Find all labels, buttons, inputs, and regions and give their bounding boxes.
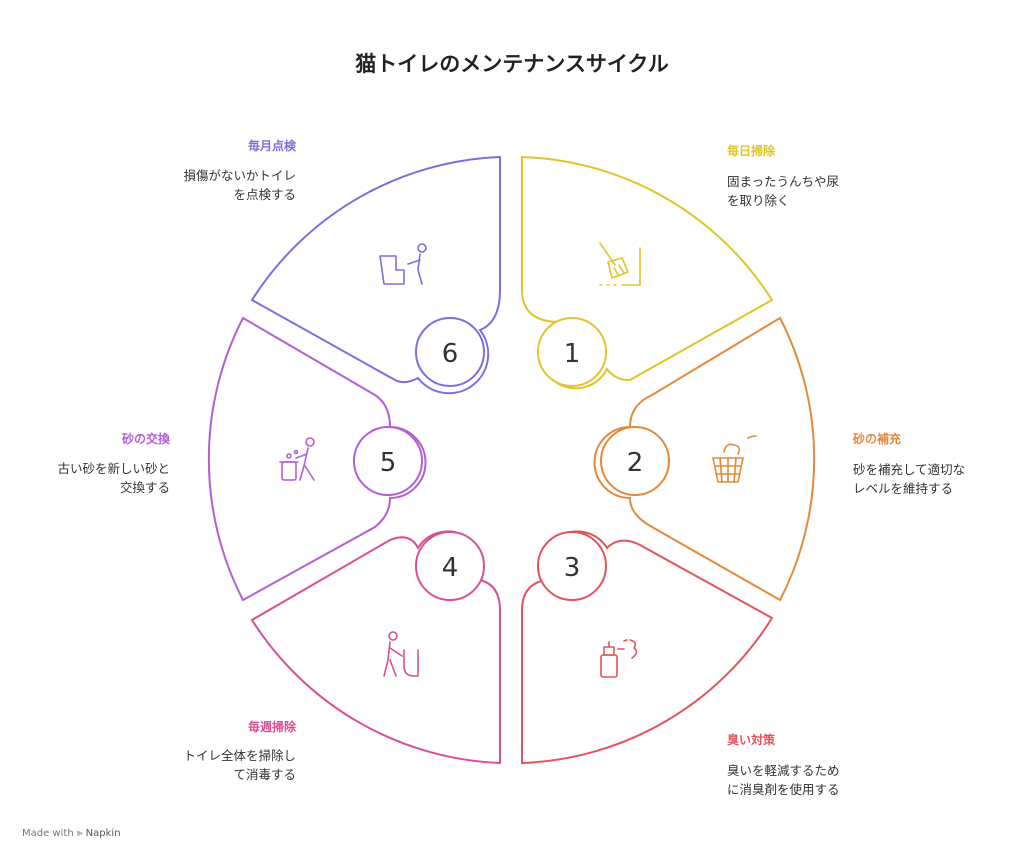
step-number-1: 1: [564, 339, 581, 369]
broom-icon: [599, 242, 641, 286]
spray-icon: [600, 639, 638, 678]
step-circle-2: 2: [600, 426, 670, 496]
step-number-circles: 1 2 3 4 5 6: [353, 317, 670, 601]
basket-icon: [712, 435, 757, 483]
step-desc-4: トイレ全体を掃除し て消毒する: [183, 748, 296, 782]
ring-segments: [207, 155, 816, 765]
step-number-4: 4: [442, 553, 459, 583]
step-circle-5: 5: [353, 426, 423, 496]
step-number-5: 5: [380, 448, 397, 478]
step-label-4: 毎週掃除: [247, 720, 296, 734]
step-icons: [279, 242, 757, 678]
step-number-6: 6: [442, 339, 459, 369]
footer-credit: Made with ⪢ Napkin: [22, 828, 121, 839]
step-circle-3: 3: [537, 531, 607, 601]
step-desc-3: 臭いを軽減するため に消臭剤を使用する: [727, 763, 840, 797]
step-number-3: 3: [564, 553, 581, 583]
step-desc-6: 損傷がないかトイレ を点検する: [183, 168, 296, 202]
step-label-2: 砂の補充: [853, 432, 902, 446]
step-circle-6: 6: [415, 317, 485, 387]
napkin-logo-icon: ⪢: [76, 828, 83, 839]
step-label-6: 毎月点検: [247, 139, 296, 153]
footer-prefix: Made with: [22, 828, 74, 839]
step-label-5: 砂の交換: [121, 432, 170, 446]
footer-brand: Napkin: [85, 828, 121, 839]
step-circle-4: 4: [415, 531, 485, 601]
step-desc-1: 固まったうんちや尿 を取り除く: [727, 174, 840, 208]
step-label-1: 毎日掃除: [727, 144, 776, 158]
segment-6: [250, 155, 501, 395]
page-title: 猫トイレのメンテナンスサイクル: [355, 52, 669, 76]
person-inspect-toilet-icon: [379, 243, 427, 285]
step-circle-1: 1: [537, 317, 607, 387]
step-label-3: 臭い対策: [727, 733, 776, 747]
step-desc-5: 古い砂を新しい砂と 交換する: [57, 461, 170, 495]
step-desc-2: 砂を補充して適切な レベルを維持する: [853, 462, 966, 496]
person-cleaning-toilet-icon: [383, 631, 419, 677]
person-trash-icon: [279, 437, 315, 481]
step-number-2: 2: [627, 448, 644, 478]
